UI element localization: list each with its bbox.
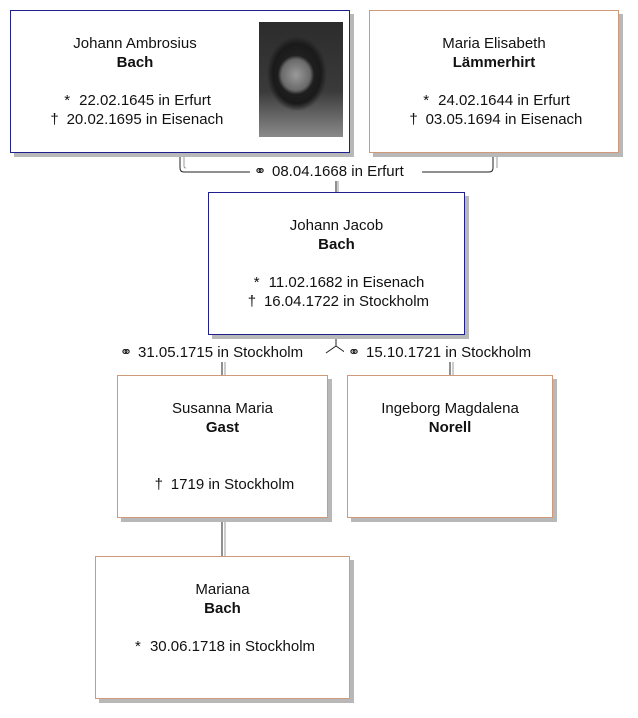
- person-card-father[interactable]: Johann Ambrosius Bach *22.02.1645 in Erf…: [10, 10, 350, 153]
- death-event: †16.04.1722 in Stockholm: [209, 292, 464, 311]
- surname: Norell: [428, 419, 472, 436]
- surname: Bach: [318, 236, 355, 253]
- birth-event: *22.02.1645 in Erfurt: [11, 91, 259, 110]
- father-marriage-line: [179, 153, 254, 173]
- birth-event: *30.06.1718 in Stockholm: [96, 637, 349, 656]
- death-icon: †: [154, 476, 163, 493]
- surname: Bach: [204, 600, 241, 617]
- birth-icon: *: [64, 92, 71, 109]
- marriage-label-second: ⚭15.10.1721 in Stockholm: [344, 344, 534, 362]
- portrait-image: [259, 22, 343, 137]
- subject-marriage-fork: [325, 334, 337, 354]
- given-name: Mariana: [195, 581, 250, 598]
- given-name: Johann Ambrosius: [73, 35, 197, 52]
- given-name: Susanna Maria: [172, 400, 273, 417]
- surname: Bach: [116, 54, 154, 71]
- death-icon: †: [409, 111, 418, 128]
- death-event: †1719 in Stockholm: [118, 475, 327, 494]
- marriage-label-parents: ⚭08.04.1668 in Erfurt: [250, 163, 406, 181]
- person-card-spouse2[interactable]: Ingeborg Magdalena Norell: [347, 375, 553, 518]
- surname: Lämmerhirt: [452, 54, 536, 71]
- death-icon: †: [50, 111, 59, 128]
- birth-icon: *: [135, 638, 141, 655]
- death-icon: †: [247, 293, 257, 310]
- marriage-icon: ⚭: [119, 344, 133, 361]
- mother-marriage-line: [422, 153, 494, 173]
- birth-event: *24.02.1644 in Erfurt: [370, 91, 618, 110]
- given-name: Johann Jacob: [289, 217, 384, 234]
- birth-icon: *: [423, 92, 430, 109]
- surname: Gast: [205, 419, 240, 436]
- given-name: Ingeborg Magdalena: [381, 400, 519, 417]
- person-card-spouse1[interactable]: Susanna Maria Gast †1719 in Stockholm: [117, 375, 328, 518]
- birth-icon: *: [253, 274, 260, 291]
- marriage-icon: ⚭: [253, 163, 267, 180]
- person-card-mother[interactable]: Maria Elisabeth Lämmerhirt *24.02.1644 i…: [369, 10, 619, 153]
- marriage-label-first: ⚭31.05.1715 in Stockholm: [116, 344, 306, 362]
- person-card-child[interactable]: Mariana Bach *30.06.1718 in Stockholm: [95, 556, 350, 699]
- death-event: †03.05.1694 in Eisenach: [370, 110, 618, 129]
- given-name: Maria Elisabeth: [442, 35, 546, 52]
- marriage-icon: ⚭: [347, 344, 361, 361]
- death-event: †20.02.1695 in Eisenach: [11, 110, 259, 129]
- person-card-subject[interactable]: Johann Jacob Bach *11.02.1682 in Eisenac…: [208, 192, 465, 335]
- birth-event: *11.02.1682 in Eisenach: [209, 273, 464, 292]
